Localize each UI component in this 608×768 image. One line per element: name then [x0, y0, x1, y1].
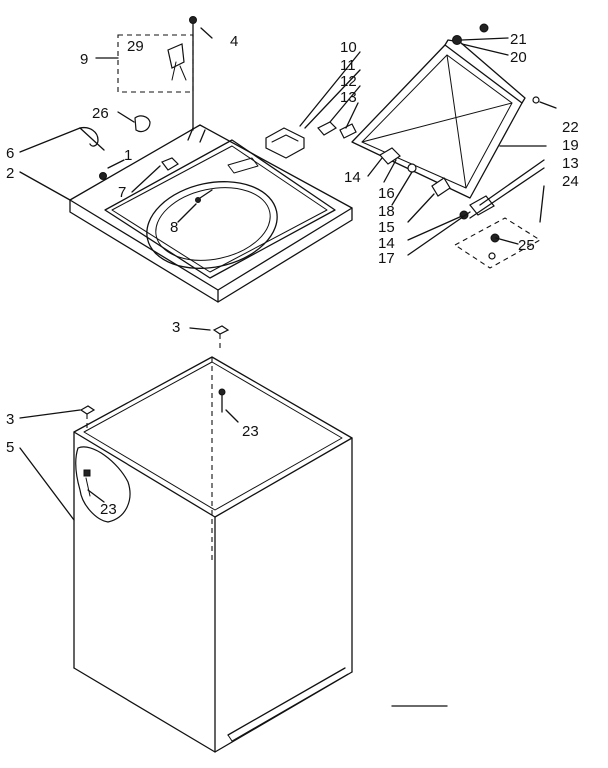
leader-lines	[19, 27, 557, 521]
callout-8: 8	[170, 219, 178, 236]
cabinet	[73, 356, 353, 753]
callout-13-right: 13	[562, 155, 579, 172]
callout-21: 21	[510, 31, 527, 48]
callout-16: 16	[378, 185, 395, 202]
callout-14-bottom: 14	[378, 235, 395, 252]
callout-10: 10	[340, 39, 357, 56]
callout-24: 24	[562, 173, 579, 190]
callout-15: 15	[378, 219, 395, 236]
top-panel	[69, 124, 353, 303]
callout-22: 22	[562, 119, 579, 136]
callout-29: 29	[127, 38, 144, 55]
callout-18: 18	[378, 203, 395, 220]
callout-4: 4	[230, 33, 238, 50]
callout-6: 6	[6, 145, 14, 162]
callout-13-top: 13	[340, 89, 357, 106]
callout-23-lower: 23	[100, 501, 117, 518]
callout-17: 17	[378, 250, 395, 267]
callout-2: 2	[6, 165, 14, 182]
callout-1: 1	[124, 147, 132, 164]
callout-20: 20	[510, 49, 527, 66]
small-parts	[79, 16, 542, 707]
callout-labels: 4 29 9 10 11 12 13 26 6 1 2 7 8 21 20 22…	[6, 31, 579, 518]
callout-3-lower: 3	[6, 411, 14, 428]
callout-3-upper: 3	[172, 319, 180, 336]
callout-7: 7	[118, 184, 126, 201]
callout-26: 26	[92, 105, 109, 122]
callout-5: 5	[6, 439, 14, 456]
callout-19: 19	[562, 137, 579, 154]
callout-14-top: 14	[344, 169, 361, 186]
callout-12: 12	[340, 73, 357, 90]
lid	[351, 39, 526, 199]
callout-9: 9	[80, 51, 88, 68]
callout-11: 11	[340, 57, 356, 74]
callout-25: 25	[518, 237, 535, 254]
callout-23-upper: 23	[242, 423, 259, 440]
